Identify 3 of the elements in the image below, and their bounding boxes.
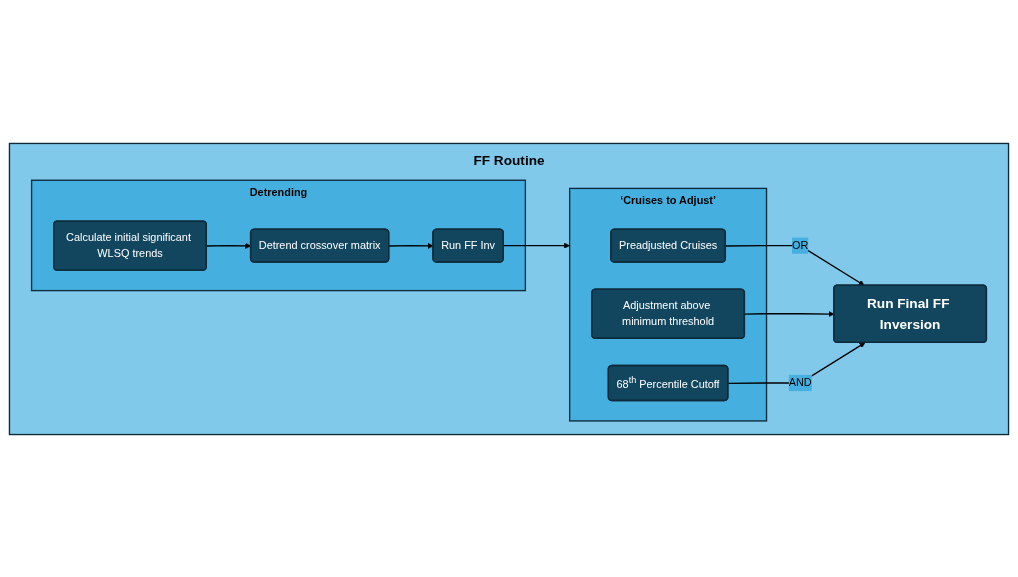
arrow <box>725 244 865 286</box>
edge-label: AND <box>788 376 812 388</box>
edge-label: OR <box>792 239 809 251</box>
